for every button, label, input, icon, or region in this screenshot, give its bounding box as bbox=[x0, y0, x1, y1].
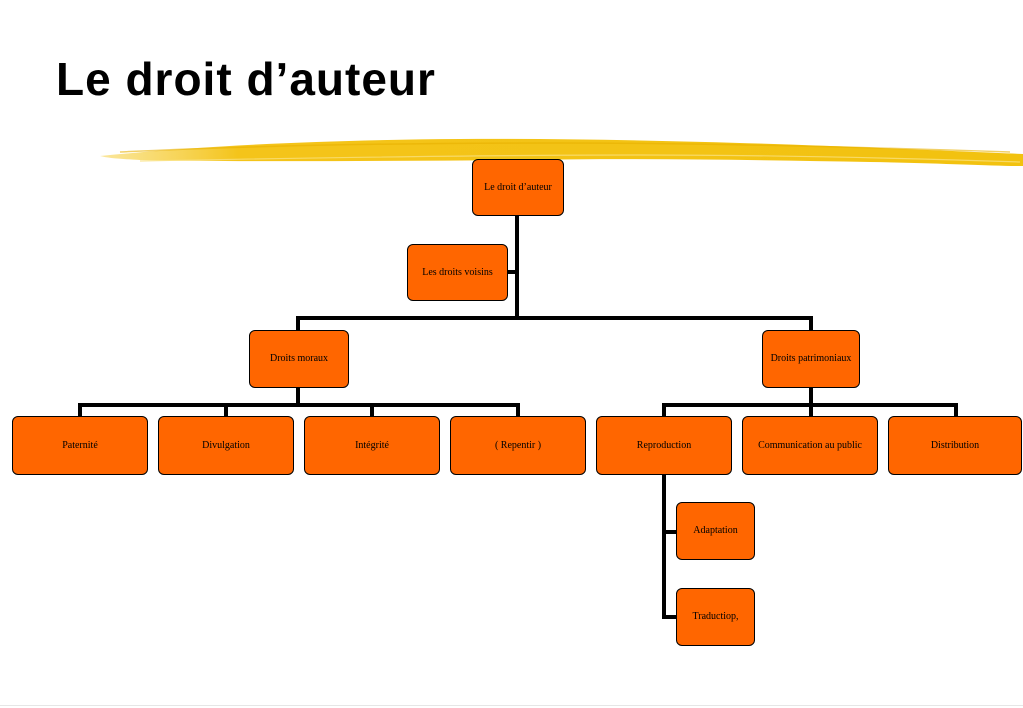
node-divulgation: Divulgation bbox=[158, 416, 294, 475]
node-label: Communication au public bbox=[758, 439, 862, 451]
node-le-droit-d-auteur: Le droit d’auteur bbox=[472, 159, 564, 216]
yellow-brush-stroke bbox=[100, 138, 1023, 166]
node-integrite: Intégrité bbox=[304, 416, 440, 475]
node-label: Divulgation bbox=[202, 439, 250, 451]
node-traductiop: Traductiop, bbox=[676, 588, 755, 646]
node-les-droits-voisins: Les droits voisins bbox=[407, 244, 508, 301]
node-communication-au-public: Communication au public bbox=[742, 416, 878, 475]
node-label: Les droits voisins bbox=[422, 266, 493, 278]
node-label: Distribution bbox=[930, 439, 980, 451]
slide-bottom-border bbox=[0, 705, 1023, 706]
node-repentir: ( Repentir ) bbox=[450, 416, 586, 475]
node-droits-patrimoniaux: Droits patrimoniaux bbox=[762, 330, 860, 388]
node-label: Droits patrimoniaux bbox=[770, 353, 852, 364]
node-reproduction: Reproduction bbox=[596, 416, 732, 475]
slide-title: Le droit d’auteur bbox=[56, 53, 436, 105]
node-label: Paternité bbox=[62, 439, 98, 451]
node-adaptation: Adaptation bbox=[676, 502, 755, 560]
node-label: Reproduction bbox=[636, 439, 692, 451]
node-label: Traductiop, bbox=[692, 611, 739, 622]
node-paternite: Paternité bbox=[12, 416, 148, 475]
node-distribution: Distribution bbox=[888, 416, 1022, 475]
node-label: Adaptation bbox=[693, 525, 738, 536]
node-label: Droits moraux bbox=[269, 353, 329, 364]
node-label: Le droit d’auteur bbox=[484, 181, 552, 193]
node-label: Intégrité bbox=[355, 439, 389, 451]
node-label: ( Repentir ) bbox=[494, 439, 542, 451]
node-droits-moraux: Droits moraux bbox=[249, 330, 349, 388]
